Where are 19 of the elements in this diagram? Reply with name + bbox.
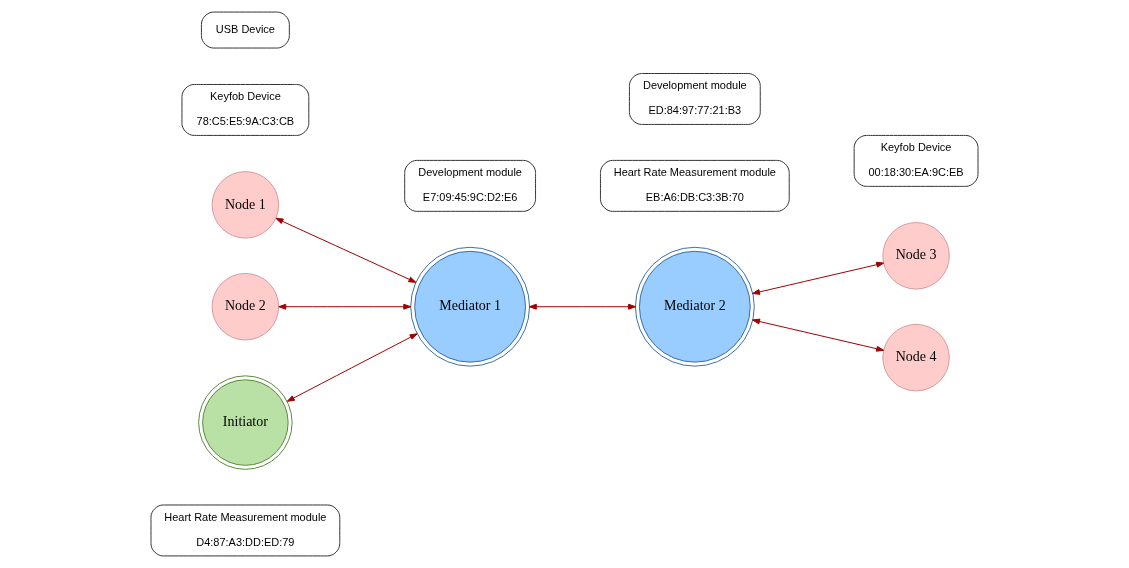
arrow (528, 303, 637, 310)
node-circle: Node 2 (211, 272, 280, 341)
node-circle: Mediator 2 (634, 246, 755, 367)
node-box: Keyfob Device 00:18:30:EA:9C:EB (853, 134, 979, 187)
node-circle: Node 1 (211, 171, 280, 239)
arrow (752, 318, 885, 352)
node-circle: Initiator (198, 375, 293, 470)
node-box: Heart Rate Measurement module D4:87:A3:DD:ED:79 (150, 504, 341, 557)
node-box: Heart Rate Measurement module EB:A6:DB:C3:3B:70 (599, 159, 790, 212)
node-box: USB Device (200, 11, 290, 49)
arrow (752, 261, 885, 295)
arrow (278, 303, 412, 310)
node-circle: Node 4 (882, 323, 950, 392)
arrow (275, 217, 417, 283)
node-circle: Node 3 (882, 222, 950, 290)
node-box: Keyfob Device 78:C5:E5:9A:C3:CB (181, 84, 310, 136)
node-box: Development module ED:84:97:77:21:B3 (628, 73, 761, 125)
arrow (286, 333, 418, 402)
node-box: Development module E7:09:45:9C:D2:E6 (404, 159, 537, 212)
